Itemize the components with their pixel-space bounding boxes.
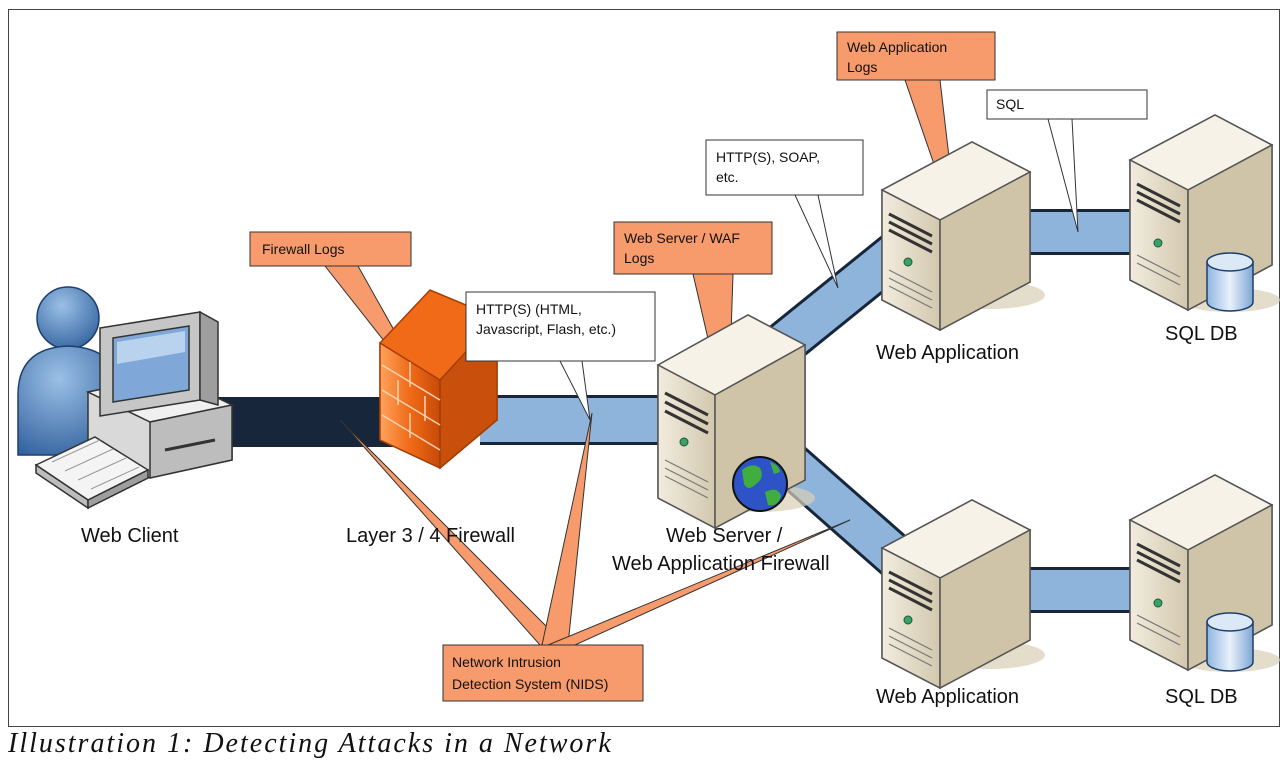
callout-soap-line2: etc. <box>716 169 739 185</box>
figure-caption: Illustration 1: Detecting Attacks in a N… <box>8 728 613 759</box>
callout-soap-line1: HTTP(S), SOAP, <box>716 149 820 165</box>
callout-soap: HTTP(S), SOAP, etc. <box>705 139 864 196</box>
callout-firewall-logs-text: Firewall Logs <box>262 241 344 257</box>
callout-http-line2: Javascript, Flash, etc.) <box>476 321 616 337</box>
callout-http-line1: HTTP(S) (HTML, <box>476 301 582 317</box>
callout-nids-line2: Detection System (NIDS) <box>452 676 608 692</box>
web-app-server-bottom <box>880 499 1045 690</box>
desktop-computer-icon <box>85 310 235 479</box>
database-cylinder-icon <box>1206 252 1254 312</box>
label-sql-db-top: SQL DB <box>1165 323 1238 345</box>
label-web-server-line1: Web Server / <box>666 525 783 547</box>
label-web-app-top: Web Application <box>876 342 1019 364</box>
keyboard-icon <box>34 436 150 510</box>
callout-nids: Network Intrusion Detection System (NIDS… <box>442 644 644 702</box>
database-cylinder-icon <box>1206 612 1254 672</box>
label-web-app-bottom: Web Application <box>876 686 1019 708</box>
server-icon <box>880 141 1045 332</box>
callout-sql-text: SQL <box>996 96 1024 112</box>
callout-webapp-logs-line2: Logs <box>847 59 877 75</box>
callout-webserver-logs: Web Server / WAF Logs <box>613 221 773 275</box>
callout-webapp-logs-line1: Web Application <box>847 39 947 55</box>
callout-webapp-logs: Web Application Logs <box>836 31 996 81</box>
callout-firewall-logs: Firewall Logs <box>249 231 412 267</box>
callout-nids-line1: Network Intrusion <box>452 654 561 670</box>
web-app-server-top <box>880 141 1045 332</box>
server-icon <box>1128 474 1280 672</box>
callout-http: HTTP(S) (HTML, Javascript, Flash, etc.) <box>465 291 656 362</box>
sql-db-server-bottom <box>1128 474 1280 672</box>
server-icon <box>880 499 1045 690</box>
web-client-node <box>17 286 235 510</box>
soap-callout-pointer <box>794 194 839 289</box>
label-sql-db-bottom: SQL DB <box>1165 686 1238 708</box>
diagram-frame <box>8 9 1280 727</box>
sql-db-server-top <box>1128 114 1280 312</box>
globe-icon <box>732 456 788 512</box>
web-server-node <box>656 314 815 530</box>
callout-webserver-logs-line1: Web Server / WAF <box>624 230 740 246</box>
server-icon <box>1128 114 1280 312</box>
label-web-server-line2: Web Application Firewall <box>612 553 830 575</box>
label-firewall: Layer 3 / 4 Firewall <box>346 525 515 547</box>
nids-pointer-firewall <box>541 412 593 646</box>
label-web-client: Web Client <box>81 525 179 547</box>
callout-sql: SQL <box>986 89 1148 120</box>
callout-webserver-logs-line2: Logs <box>624 250 654 266</box>
